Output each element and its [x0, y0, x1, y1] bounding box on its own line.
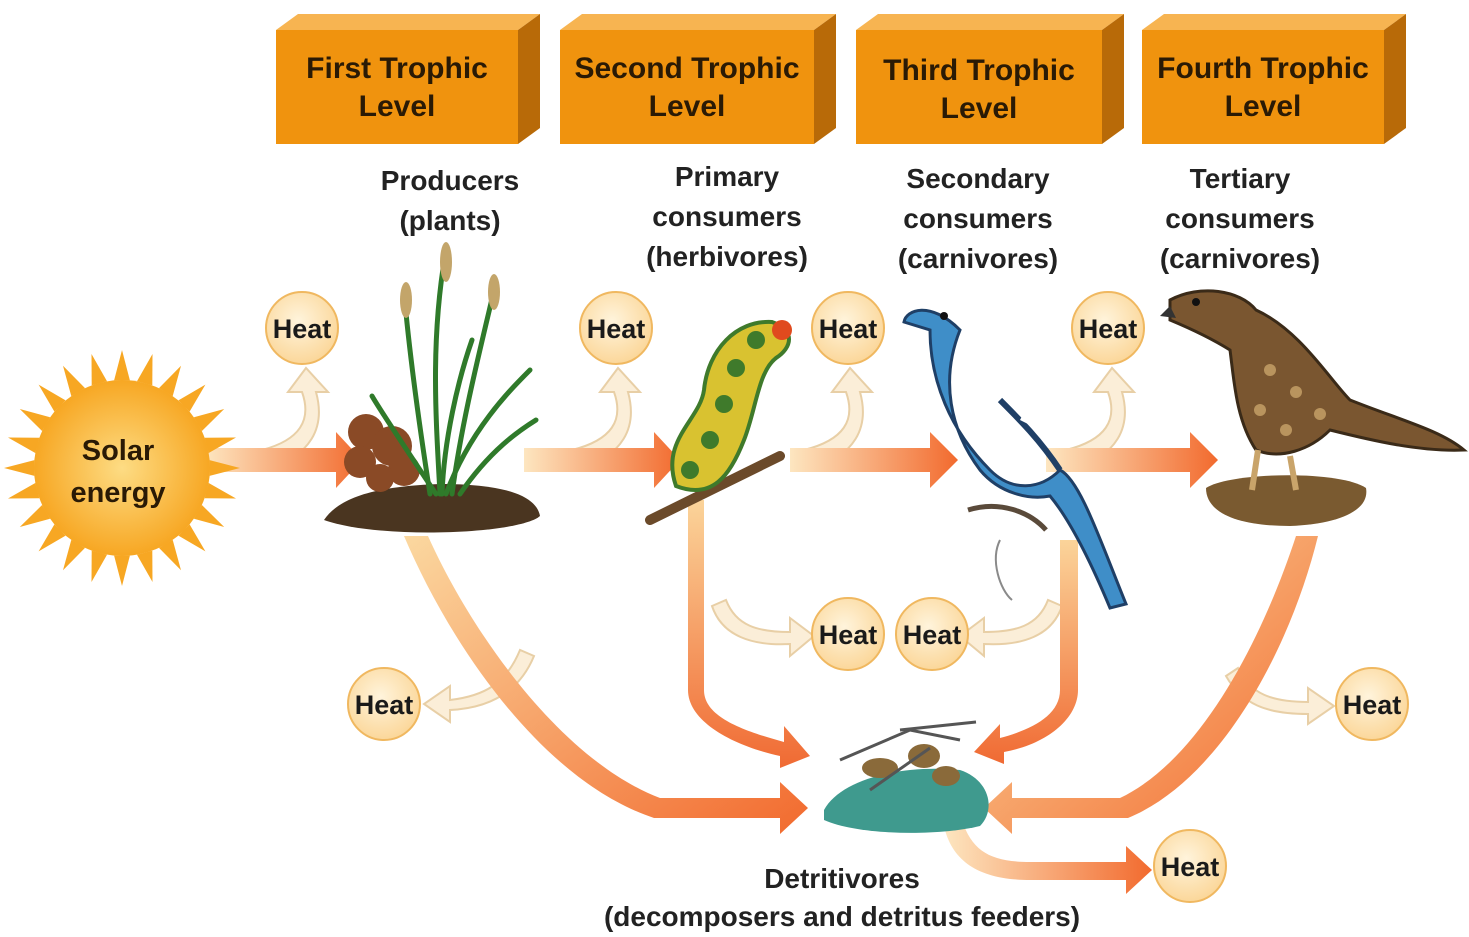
level-label-line1: Third Trophic [883, 54, 1075, 87]
sun-ray [114, 350, 130, 380]
heat-node: Heat [1336, 668, 1408, 740]
heat-label: Heat [903, 620, 962, 650]
level-label-line1: Second Trophic [574, 52, 799, 85]
heat-label: Heat [1343, 690, 1402, 720]
level-label-line2: Level [359, 90, 436, 123]
caption-tertiary: Tertiary consumers (carnivores) [1160, 163, 1320, 274]
level-label-line1: First Trophic [306, 52, 488, 85]
heat-label: Heat [819, 620, 878, 650]
heat-node: Heat [812, 598, 884, 670]
heat-node: Heat [1154, 830, 1226, 902]
caption-line: consumers [652, 201, 801, 232]
heat-label: Heat [819, 314, 878, 344]
heat-label: Heat [355, 690, 414, 720]
heat-label: Heat [273, 314, 332, 344]
caterpillar-icon [650, 320, 792, 520]
caption-line: Producers [381, 165, 520, 196]
caption-line: (decomposers and detritus feeders) [604, 901, 1080, 932]
sun-ray [137, 354, 153, 385]
caption-line: consumers [903, 203, 1052, 234]
level-label-line2: Level [649, 90, 726, 123]
sun-label-line1: Solar [82, 435, 155, 467]
sun-ray [137, 551, 153, 582]
caption-line: (carnivores) [1160, 243, 1320, 274]
level-label-line2: Level [941, 92, 1018, 125]
heat-node: Heat [896, 598, 968, 670]
heat-node: Heat [812, 292, 884, 364]
level-label-line1: Fourth Trophic [1157, 52, 1369, 85]
caption-primary: Primary consumers (herbivores) [646, 161, 808, 272]
heat-node: Heat [580, 292, 652, 364]
sun-ray [8, 483, 39, 499]
heat-label: Heat [587, 314, 646, 344]
heat-node: Heat [348, 668, 420, 740]
level-box-first: First Trophic Level [276, 14, 540, 144]
caption-line: Primary [675, 161, 780, 192]
plant-icon [324, 242, 540, 532]
hawk-icon [1160, 291, 1464, 526]
heat-label: Heat [1079, 314, 1138, 344]
caption-line: Detritivores [764, 863, 920, 894]
caption-line: consumers [1165, 203, 1314, 234]
sun-ray [92, 551, 108, 582]
caption-line: (herbivores) [646, 241, 808, 272]
level-label-line2: Level [1225, 90, 1302, 123]
sun-ray [114, 556, 130, 586]
sun-ray [205, 483, 236, 499]
level-box-second: Second Trophic Level [560, 14, 836, 144]
sun-ray [4, 460, 34, 476]
heat-node: Heat [266, 292, 338, 364]
caption-line: Secondary [906, 163, 1050, 194]
heat-node: Heat [1072, 292, 1144, 364]
caption-producers: Producers (plants) [381, 165, 520, 236]
caption-line: Tertiary [1190, 163, 1291, 194]
sun-icon: Solar energy [4, 350, 240, 586]
level-box-fourth: Fourth Trophic Level [1142, 14, 1406, 144]
caption-line: (plants) [399, 205, 500, 236]
sun-label-line2: energy [70, 477, 165, 509]
level-box-third: Third Trophic Level [856, 14, 1124, 144]
caption-line: (carnivores) [898, 243, 1058, 274]
sun-ray [8, 438, 39, 454]
heat-label: Heat [1161, 852, 1220, 882]
caption-secondary: Secondary consumers (carnivores) [898, 163, 1058, 274]
sun-ray [92, 354, 108, 385]
detritivores-icon [824, 722, 989, 833]
